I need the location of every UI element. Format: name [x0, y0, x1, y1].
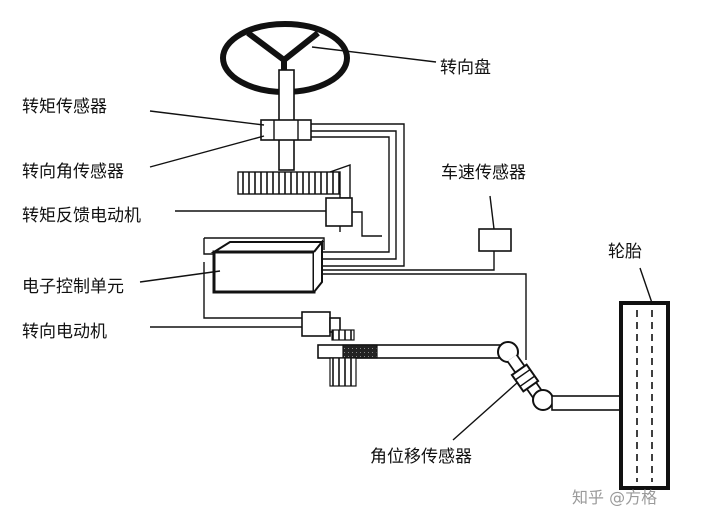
label-vehicle-speed-sensor: 车速传感器 — [441, 163, 526, 183]
vehicle-speed-sensor — [322, 228, 512, 271]
tie-rod — [497, 341, 623, 411]
torque-sensor — [260, 119, 312, 141]
label-steering-angle-sensor: 转向角传感器 — [22, 162, 124, 182]
label-tire: 轮胎 — [608, 242, 642, 262]
label-steering-motor: 转向电动机 — [22, 322, 107, 342]
label-ecu: 电子控制单元 — [22, 277, 124, 297]
sensor-wires — [311, 123, 405, 267]
lower-rack — [317, 344, 509, 387]
label-torque-sensor: 转矩传感器 — [22, 97, 107, 117]
watermark: 知乎 @方格 — [572, 488, 657, 507]
label-angular-displacement-sensor: 角位移传感器 — [370, 447, 472, 467]
ecu-box — [203, 237, 325, 294]
tire — [619, 301, 670, 490]
leader-lines — [139, 46, 653, 441]
torque-feedback-motor — [325, 197, 353, 232]
label-steering-wheel: 转向盘 — [440, 58, 491, 78]
label-torque-feedback-motor: 转矩反馈电动机 — [22, 206, 141, 226]
steering-motor — [301, 311, 355, 341]
ecu-output-wires — [203, 262, 527, 360]
